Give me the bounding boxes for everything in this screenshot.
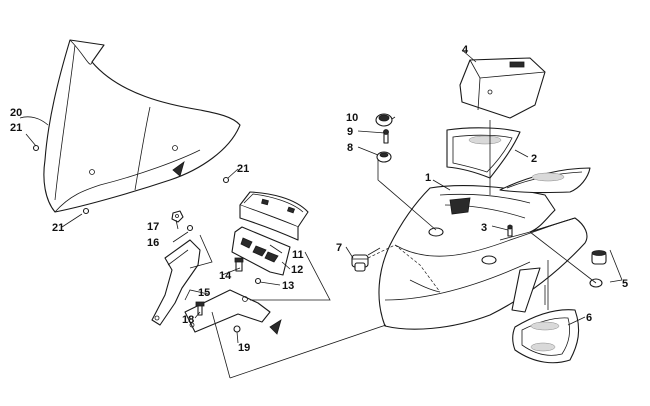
vent-panel-upper	[446, 127, 521, 179]
bracket-nut	[254, 277, 262, 285]
assembly-lines	[189, 120, 597, 379]
light-socket	[351, 254, 369, 272]
grommet-top	[376, 151, 392, 163]
callout-8: 8	[347, 142, 353, 154]
lower-panel	[512, 309, 580, 364]
callout-12: 12	[291, 264, 303, 276]
callout-15: 15	[198, 287, 210, 299]
callout-21-top: 21	[10, 122, 22, 134]
callout-4: 4	[462, 44, 469, 56]
callout-21-bottom: 21	[52, 222, 64, 234]
callout-9: 9	[347, 126, 353, 138]
gauge-bracket	[231, 226, 291, 276]
callout-19: 19	[238, 342, 250, 354]
callout-10: 10	[346, 112, 358, 124]
hood-strut	[511, 267, 541, 313]
lower-nut	[233, 325, 241, 333]
vent-panel-lower	[499, 167, 591, 194]
windshield-screw-bottom	[82, 207, 90, 215]
lower-bolt	[195, 301, 205, 316]
mount-bolt	[171, 210, 184, 223]
callout-6: 6	[586, 312, 592, 324]
callout-1: 1	[425, 172, 431, 184]
callout-leaders	[19, 49, 623, 344]
hood	[378, 185, 588, 330]
callout-7: 7	[336, 242, 342, 254]
callout-5: 5	[622, 278, 628, 290]
callout-16: 16	[147, 237, 159, 249]
mount-washer	[186, 224, 194, 232]
callout-11: 11	[292, 249, 304, 261]
side-plug	[589, 250, 607, 288]
windshield-screw-right	[222, 176, 230, 184]
callout-14: 14	[219, 270, 232, 282]
cap	[375, 113, 393, 127]
storage-box	[459, 57, 546, 119]
callout-13: 13	[282, 280, 294, 292]
callout-20: 20	[10, 107, 22, 119]
windshield-screw-top	[32, 144, 40, 152]
windshield	[43, 39, 241, 213]
callout-17: 17	[147, 221, 159, 233]
callout-18: 18	[182, 314, 194, 326]
callout-21-right: 21	[237, 163, 249, 175]
callout-2: 2	[531, 153, 537, 165]
hood-screw	[507, 224, 513, 237]
gauge-assembly	[239, 191, 309, 241]
mount-bracket	[151, 239, 282, 335]
bracket-screw	[234, 257, 244, 272]
cap-screw	[383, 129, 389, 144]
callout-3: 3	[481, 222, 487, 234]
